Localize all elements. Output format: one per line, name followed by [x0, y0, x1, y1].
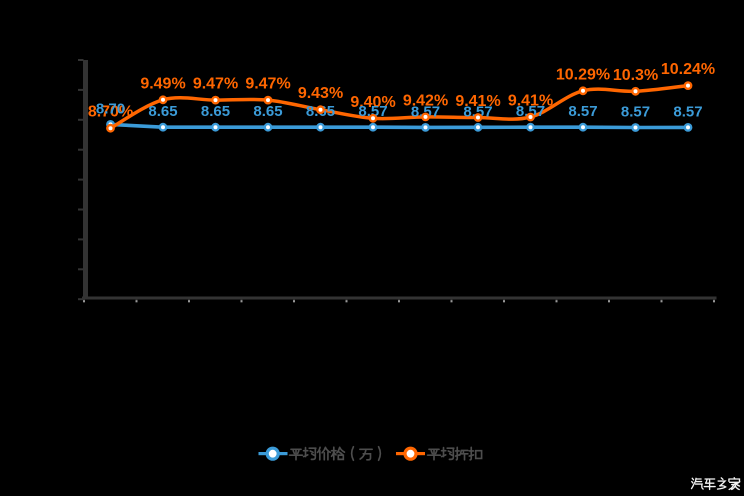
svg-text:10.29%: 10.29%	[556, 66, 610, 83]
svg-text:9.49%: 9.49%	[140, 75, 185, 92]
svg-text:9.47%: 9.47%	[245, 76, 290, 93]
svg-text:8.57: 8.57	[516, 103, 545, 120]
svg-text:8.70: 8.70	[96, 100, 125, 117]
svg-text:9.42%: 9.42%	[403, 92, 448, 109]
svg-text:8.57: 8.57	[621, 104, 650, 121]
svg-text:8.57: 8.57	[358, 103, 387, 120]
svg-text:8.65: 8.65	[201, 103, 230, 120]
svg-text:8.57: 8.57	[463, 103, 492, 120]
svg-text:8.70%: 8.70%	[88, 104, 133, 121]
svg-text:9.40%: 9.40%	[350, 94, 395, 111]
svg-text:8.65: 8.65	[148, 103, 177, 120]
svg-text:8.65: 8.65	[253, 103, 282, 120]
svg-text:9.41%: 9.41%	[455, 93, 500, 110]
svg-text:10.3%: 10.3%	[613, 67, 658, 84]
svg-text:9.47%: 9.47%	[193, 76, 238, 93]
svg-text:9.43%: 9.43%	[298, 85, 343, 102]
svg-text:8.57: 8.57	[568, 103, 597, 120]
svg-text:8.57: 8.57	[673, 103, 702, 120]
svg-text:8.57: 8.57	[411, 103, 440, 120]
svg-text:10.24%: 10.24%	[661, 61, 715, 78]
svg-text:9.41%: 9.41%	[508, 93, 553, 110]
